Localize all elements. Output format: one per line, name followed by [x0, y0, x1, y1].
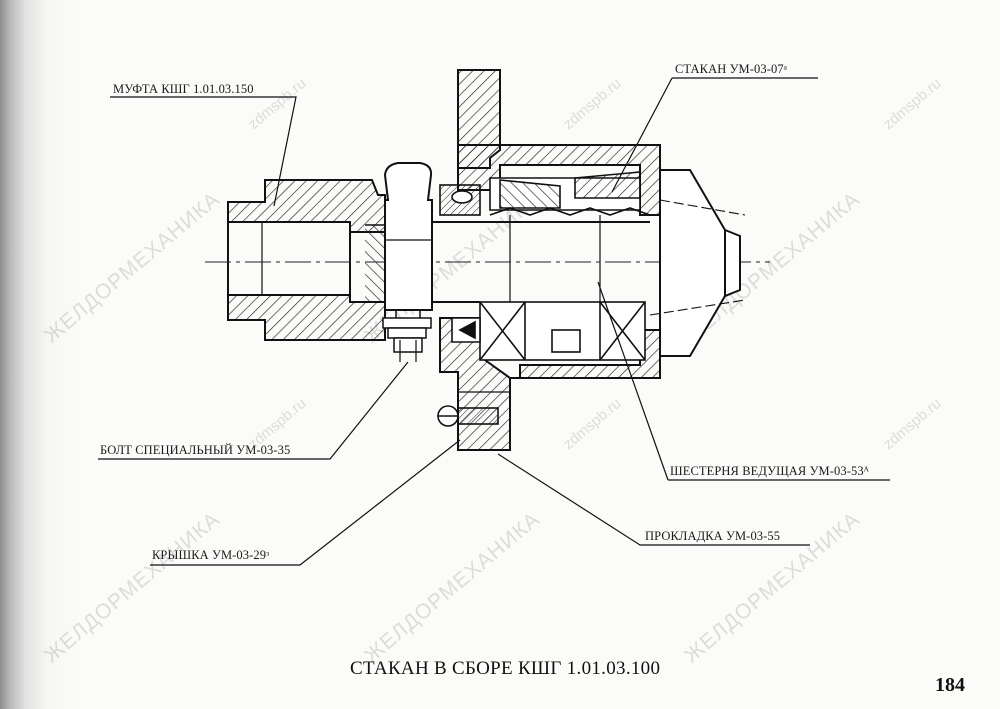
shaft [430, 215, 650, 303]
roller-bearing [451, 301, 646, 361]
label-cover: КРЫШКА УМ-03-29ᵌ [152, 548, 270, 562]
figure-caption: СТАКАН В СБОРЕ КШГ 1.01.03.100 [350, 658, 661, 679]
drive-pinion [649, 169, 746, 357]
tapered-bearing [439, 171, 651, 216]
housing [439, 69, 661, 451]
label-gasket: ПРОКЛАДКА УМ-03-55 [645, 529, 781, 543]
flange-screw [437, 405, 499, 427]
leader-lines [98, 77, 890, 566]
label-coupling: МУФТА КШГ 1.01.03.150 [113, 82, 254, 96]
label-special-bolt: БОЛТ СПЕЦИАЛЬНЫЙ УМ-03-35 [100, 443, 291, 457]
label-drive-pinion: ШЕСТЕРНЯ ВЕДУЩАЯ УМ-03-53ᴬ [670, 464, 870, 478]
label-cup: СТАКАН УМ-03-07ᵃ [675, 62, 788, 76]
page-number: 184 [935, 674, 965, 696]
coupling [227, 179, 393, 341]
special-bolt [382, 162, 433, 362]
